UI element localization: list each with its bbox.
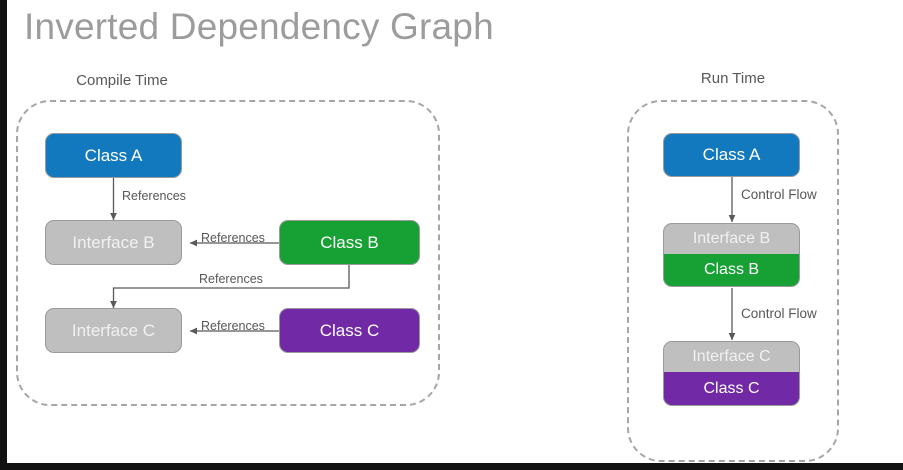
node-runtime-interface-b[interactable]: Interface B [663,223,800,254]
node-label: Class B [320,232,379,252]
node-label: Interface B [692,230,771,247]
group-label-compile-time: Compile Time [76,72,168,89]
node-label: Class A [702,145,761,164]
group-container-compile-time [16,100,440,406]
edge-label-compile-a-to-interfaceb: References [122,189,186,203]
node-label: Class C [319,320,380,340]
node-compile-class-b[interactable]: Class B [279,220,420,265]
node-label: Class B [703,261,760,278]
node-runtime-class-a[interactable]: Class A [663,133,800,177]
edge-label-runtime-a-to-b: Control Flow [741,187,817,202]
node-label: Interface B [72,232,155,252]
group-label-run-time: Run Time [700,70,766,87]
group-container-run-time [627,100,839,462]
node-compile-class-a[interactable]: Class A [45,133,182,178]
page-title: Inverted Dependency Graph [24,6,494,47]
node-runtime-class-c[interactable]: Class C [663,372,800,406]
edge-label-runtime-b-to-c: Control Flow [741,306,817,321]
node-label: Interface C [692,348,771,365]
node-label: Class A [84,145,143,165]
node-compile-interface-c[interactable]: Interface C [45,308,182,353]
node-label: Interface C [71,320,156,340]
edge-label-compile-b-to-interfaceb: References [201,231,265,245]
edge-label-compile-b-to-interfacec: References [199,272,263,286]
node-label: Class C [703,379,760,397]
node-compile-interface-b[interactable]: Interface B [45,220,182,265]
edge-label-compile-c-to-interfacec: References [201,319,265,333]
node-runtime-class-b[interactable]: Class B [663,254,800,287]
node-compile-class-c[interactable]: Class C [279,308,420,353]
node-runtime-interface-c[interactable]: Interface C [663,341,800,372]
slide-left-edge-bar [0,0,7,470]
slide-bottom-edge-bar [0,463,903,470]
